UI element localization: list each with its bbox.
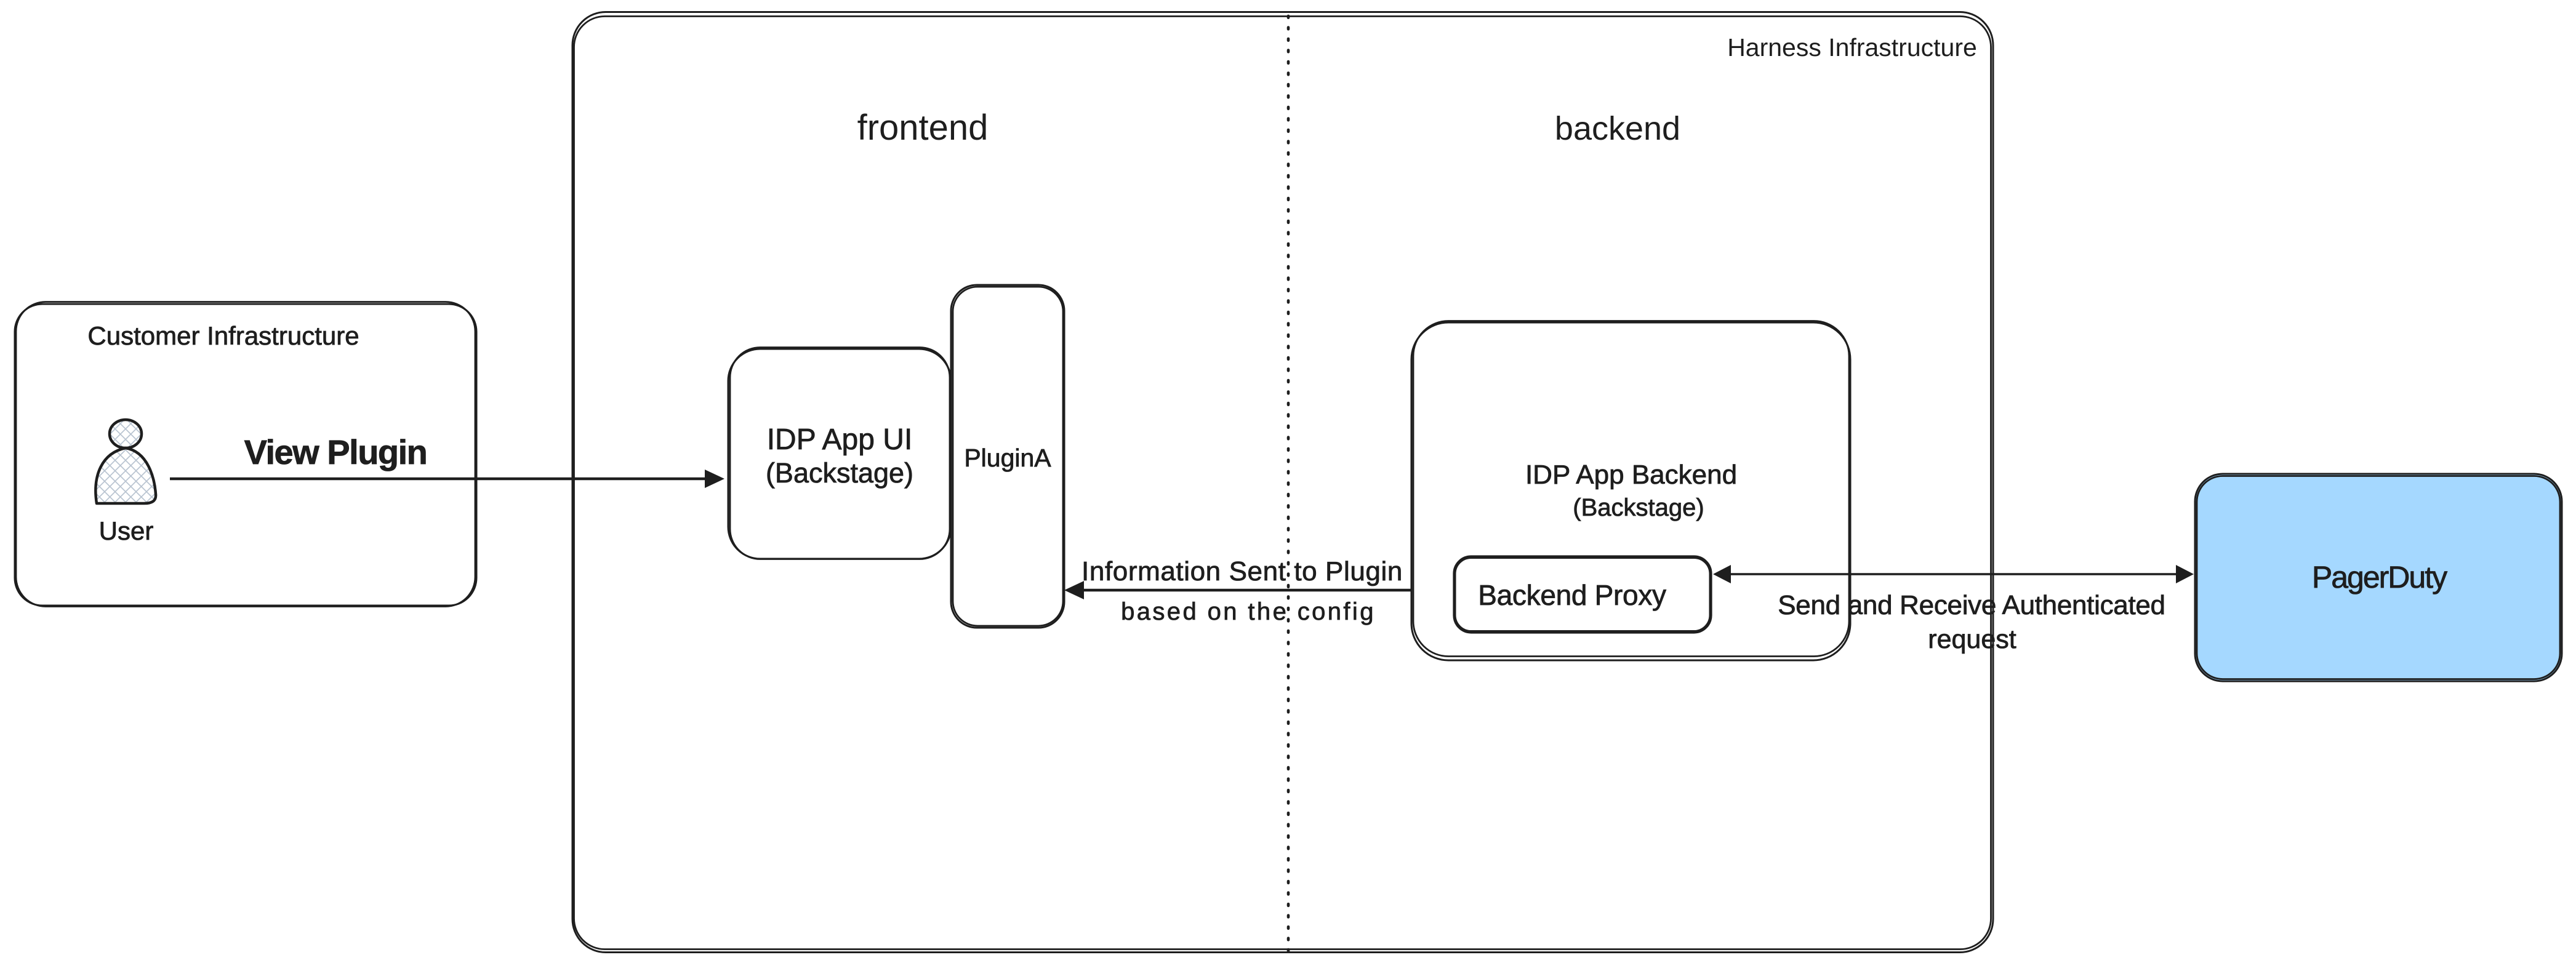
svg-text:frontend: frontend xyxy=(857,108,989,148)
svg-text:backend: backend xyxy=(1555,110,1680,147)
svg-text:Customer Infrastructure: Customer Infrastructure xyxy=(87,321,359,350)
svg-text:IDP App Backend: IDP App Backend xyxy=(1525,460,1737,490)
svg-text:request: request xyxy=(1928,625,2016,654)
svg-text:(Backstage): (Backstage) xyxy=(766,457,913,489)
svg-text:Information Sent to Plugin: Information Sent to Plugin xyxy=(1081,556,1403,586)
svg-text:PluginA: PluginA xyxy=(964,444,1051,472)
svg-text:PagerDuty: PagerDuty xyxy=(2312,560,2447,594)
svg-text:Harness Infrastructure: Harness Infrastructure xyxy=(1727,33,1977,62)
svg-text:IDP App UI: IDP App UI xyxy=(767,423,913,456)
svg-text:Send and Receive Authenticated: Send and Receive Authenticated xyxy=(1778,590,2165,620)
svg-text:Backend Proxy: Backend Proxy xyxy=(1478,579,1666,611)
svg-text:View Plugin: View Plugin xyxy=(244,433,427,471)
svg-text:(Backstage): (Backstage) xyxy=(1573,494,1704,521)
svg-text:User: User xyxy=(99,516,154,545)
svg-text:based on the config: based on the config xyxy=(1121,598,1376,625)
